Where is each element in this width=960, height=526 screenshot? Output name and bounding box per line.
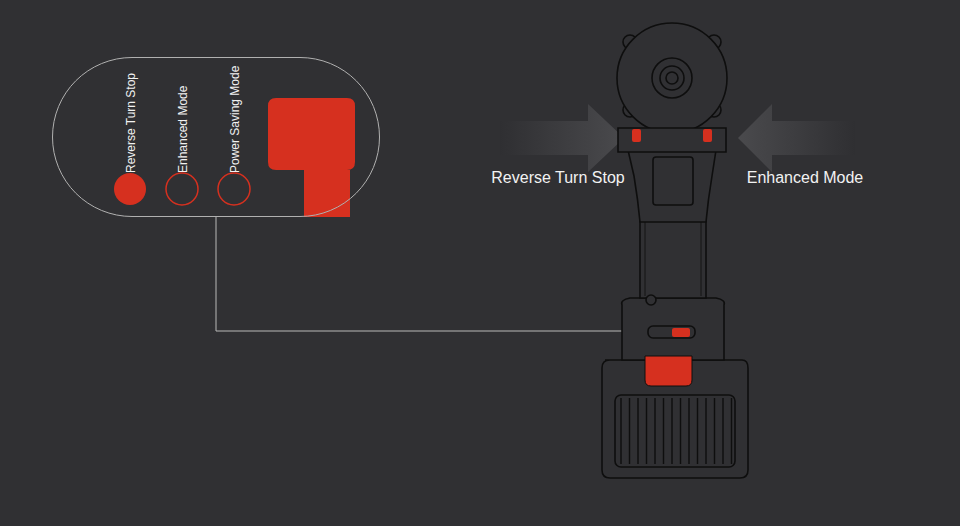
grille-slot (646, 398, 647, 464)
grille-slot (663, 398, 664, 464)
mode-label: Enhanced Mode (176, 86, 190, 173)
pointer-arrow (500, 104, 624, 172)
battery-grille (621, 398, 732, 464)
indicator-on (114, 173, 146, 205)
mode-label: Power Saving Mode (228, 66, 242, 173)
grille-slot (714, 398, 715, 464)
grille-slot (671, 398, 672, 464)
grille-slot (731, 398, 732, 464)
leader-line (216, 217, 650, 331)
grille-slot (680, 398, 681, 464)
callout-panel: Reverse Turn Stop Enhanced Mode Power Savi… (52, 57, 380, 217)
grille-slot (688, 398, 689, 464)
grille-slot (637, 398, 638, 464)
grille-slot (654, 398, 655, 464)
indicator-off (166, 173, 198, 205)
impact-wrench (602, 23, 748, 478)
enhanced-mode-button (703, 129, 712, 142)
indicator-off (218, 173, 250, 205)
grille-slot (722, 398, 723, 464)
grille-slot (697, 398, 698, 464)
reverse-stop-button (632, 129, 641, 142)
arrow-caption: Reverse Turn Stop (491, 168, 624, 188)
mode-label: Reverse Turn Stop (124, 73, 138, 173)
switch-slider (672, 328, 690, 337)
battery-release (645, 356, 692, 386)
grille-slot (705, 398, 706, 464)
pointer-arrow (738, 104, 855, 172)
arrow-caption: Enhanced Mode (747, 168, 864, 188)
grille-slot (629, 398, 630, 464)
grille-slot (620, 398, 621, 464)
mode-switch (268, 98, 355, 217)
